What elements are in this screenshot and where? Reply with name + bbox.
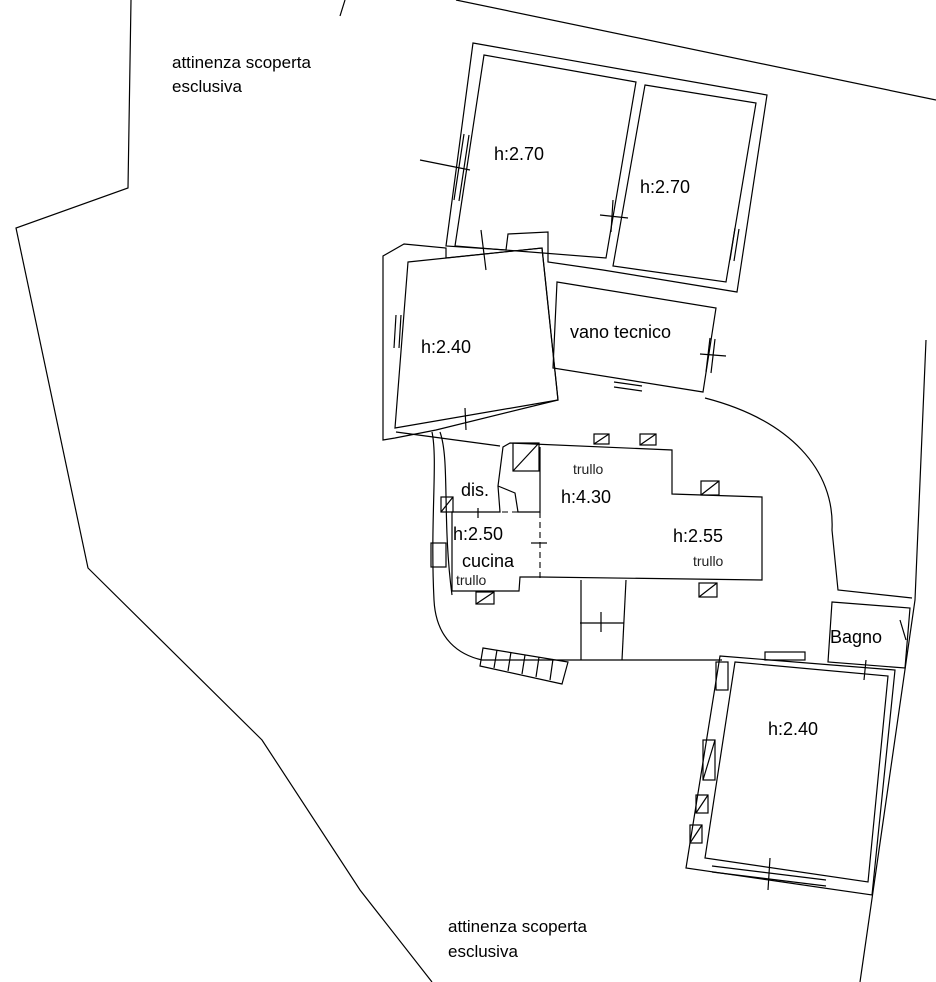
room-height-trullo-central: h:4.30: [561, 487, 611, 507]
left-room-walls: [382, 243, 559, 441]
room-type-cucina: trullo: [456, 572, 487, 588]
room-label-dis: dis.: [461, 480, 489, 500]
room-type-trullo-central: trullo: [573, 461, 604, 477]
outdoor-label-bottom-2: esclusiva: [448, 942, 518, 961]
trulli-walls: [430, 433, 763, 685]
property-boundary: [15, 0, 936, 982]
outdoor-label-top-1: attinenza scoperta: [172, 53, 311, 72]
courtyard-walls: [395, 397, 913, 661]
room-height-top-right: h:2.70: [640, 177, 690, 197]
vano-tecnico-walls: [552, 281, 727, 393]
room-height-trullo-right: h:2.55: [673, 526, 723, 546]
room-height-cucina: h:2.50: [453, 524, 503, 544]
top-block-walls: [419, 42, 768, 293]
outdoor-label-top-2: esclusiva: [172, 77, 242, 96]
room-height-left: h:2.40: [421, 337, 471, 357]
outdoor-label-bottom-1: attinenza scoperta: [448, 917, 587, 936]
room-height-top-left: h:2.70: [494, 144, 544, 164]
room-type-trullo-right: trullo: [693, 553, 724, 569]
room-height-bottom-right: h:2.40: [768, 719, 818, 739]
bottom-right-walls: [685, 601, 911, 896]
room-label-vano-tecnico: vano tecnico: [570, 322, 671, 342]
room-label-bagno: Bagno: [830, 627, 882, 647]
room-label-cucina: cucina: [462, 551, 515, 571]
